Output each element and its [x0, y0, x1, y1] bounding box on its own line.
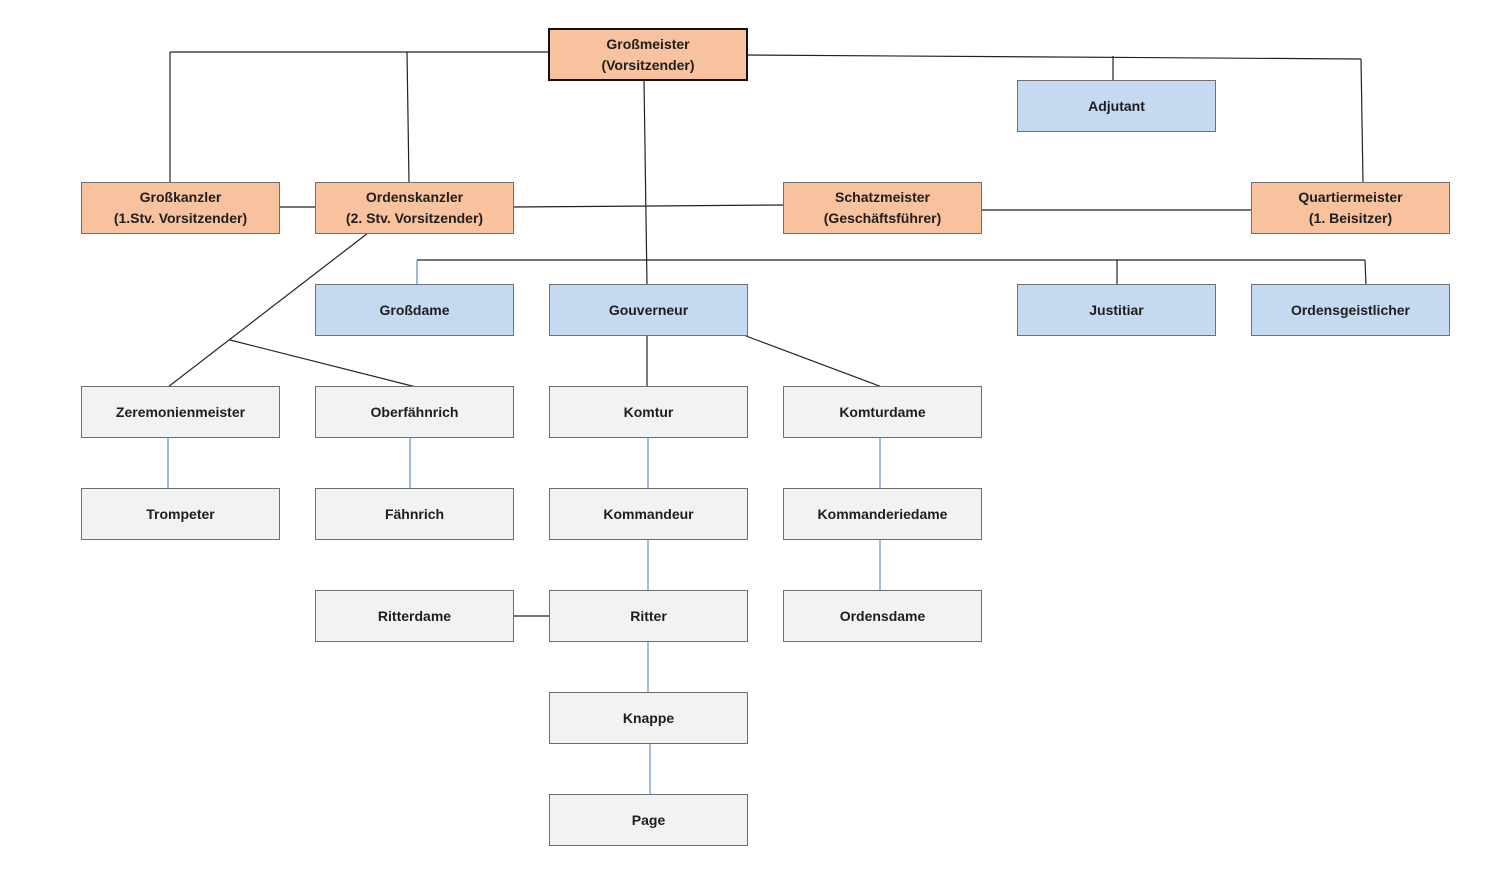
node-knappe: Knappe [549, 692, 748, 744]
node-ordensdame: Ordensdame [783, 590, 982, 642]
node-oberfaehnrich-title: Oberfähnrich [370, 403, 459, 420]
node-adjutant-title: Adjutant [1088, 97, 1145, 114]
node-grossmeister-subtitle: (Vorsitzender) [601, 56, 695, 73]
node-kommandeur-title: Kommandeur [603, 505, 694, 522]
node-zeremonienmeister: Zeremonienmeister [81, 386, 280, 438]
node-schatzmeister-title: Schatzmeister [835, 189, 930, 205]
node-adjutant: Adjutant [1017, 80, 1216, 132]
node-justitiar: Justitiar [1017, 284, 1216, 336]
connector-ordensgeistlicher [1364, 259, 1367, 286]
node-justitiar-title: Justitiar [1089, 301, 1144, 318]
connector-quartiermeister [1360, 58, 1364, 184]
node-komtur-title: Komtur [623, 403, 674, 420]
connector-oberfaehnrich [229, 339, 417, 388]
node-page-title: Page [631, 811, 666, 828]
node-komturdame: Komturdame [783, 386, 982, 438]
node-grossmeister: Großmeister (Vorsitzender) [548, 28, 748, 81]
node-kommandeur: Kommandeur [549, 488, 748, 540]
node-schatzmeister-subtitle: (Geschäftsführer) [823, 210, 942, 226]
node-knappe-title: Knappe [622, 709, 675, 726]
connector-ordenskanzler [406, 51, 410, 184]
node-grossdame-title: Großdame [379, 301, 450, 318]
node-trompeter: Trompeter [81, 488, 280, 540]
node-grosskanzler-subtitle: (1.Stv. Vorsitzender) [113, 210, 248, 226]
node-quartiermeister-title: Quartiermeister [1298, 189, 1403, 205]
node-grossmeister-title: Großmeister [606, 35, 690, 52]
node-zeremonienmeister-title: Zeremonienmeister [115, 403, 246, 420]
node-faehnrich: Fähnrich [315, 488, 514, 540]
node-ritter-title: Ritter [630, 607, 667, 624]
node-ordenskanzler-subtitle: (2. Stv. Vorsitzender) [345, 210, 484, 226]
node-schatzmeister: Schatzmeister (Geschäftsführer) [783, 182, 982, 234]
node-kommanderiedame-title: Kommanderiedame [817, 505, 948, 522]
node-page: Page [549, 794, 748, 846]
node-komturdame-title: Komturdame [839, 403, 926, 420]
node-ritterdame-title: Ritterdame [377, 607, 452, 624]
node-ordensgeistlicher-title: Ordensgeistlicher [1290, 301, 1411, 318]
node-gouverneur: Gouverneur [549, 284, 748, 336]
node-quartiermeister-subtitle: (1. Beisitzer) [1308, 210, 1393, 226]
node-ordensgeistlicher: Ordensgeistlicher [1251, 284, 1450, 336]
connector-gm-gouverneur [643, 79, 648, 286]
node-quartiermeister: Quartiermeister (1. Beisitzer) [1251, 182, 1450, 234]
connector-ok-sm [512, 204, 785, 208]
node-gouverneur-title: Gouverneur [608, 301, 689, 318]
node-grosskanzler: Großkanzler (1.Stv. Vorsitzender) [81, 182, 280, 234]
node-ordenskanzler: Ordenskanzler (2. Stv. Vorsitzender) [315, 182, 514, 234]
node-ordensdame-title: Ordensdame [839, 607, 926, 624]
node-kommanderiedame: Kommanderiedame [783, 488, 982, 540]
node-grosskanzler-title: Großkanzler [139, 189, 222, 205]
node-trompeter-title: Trompeter [146, 505, 215, 522]
node-ritter: Ritter [549, 590, 748, 642]
node-ordenskanzler-title: Ordenskanzler [365, 189, 464, 205]
node-ritterdame: Ritterdame [315, 590, 514, 642]
connector-komturdame [745, 335, 883, 388]
connector-top-right [746, 54, 1362, 60]
node-oberfaehnrich: Oberfähnrich [315, 386, 514, 438]
node-faehnrich-title: Fähnrich [384, 505, 445, 522]
connector-ok-diagonal [167, 232, 369, 388]
node-komtur: Komtur [549, 386, 748, 438]
node-grossdame: Großdame [315, 284, 514, 336]
